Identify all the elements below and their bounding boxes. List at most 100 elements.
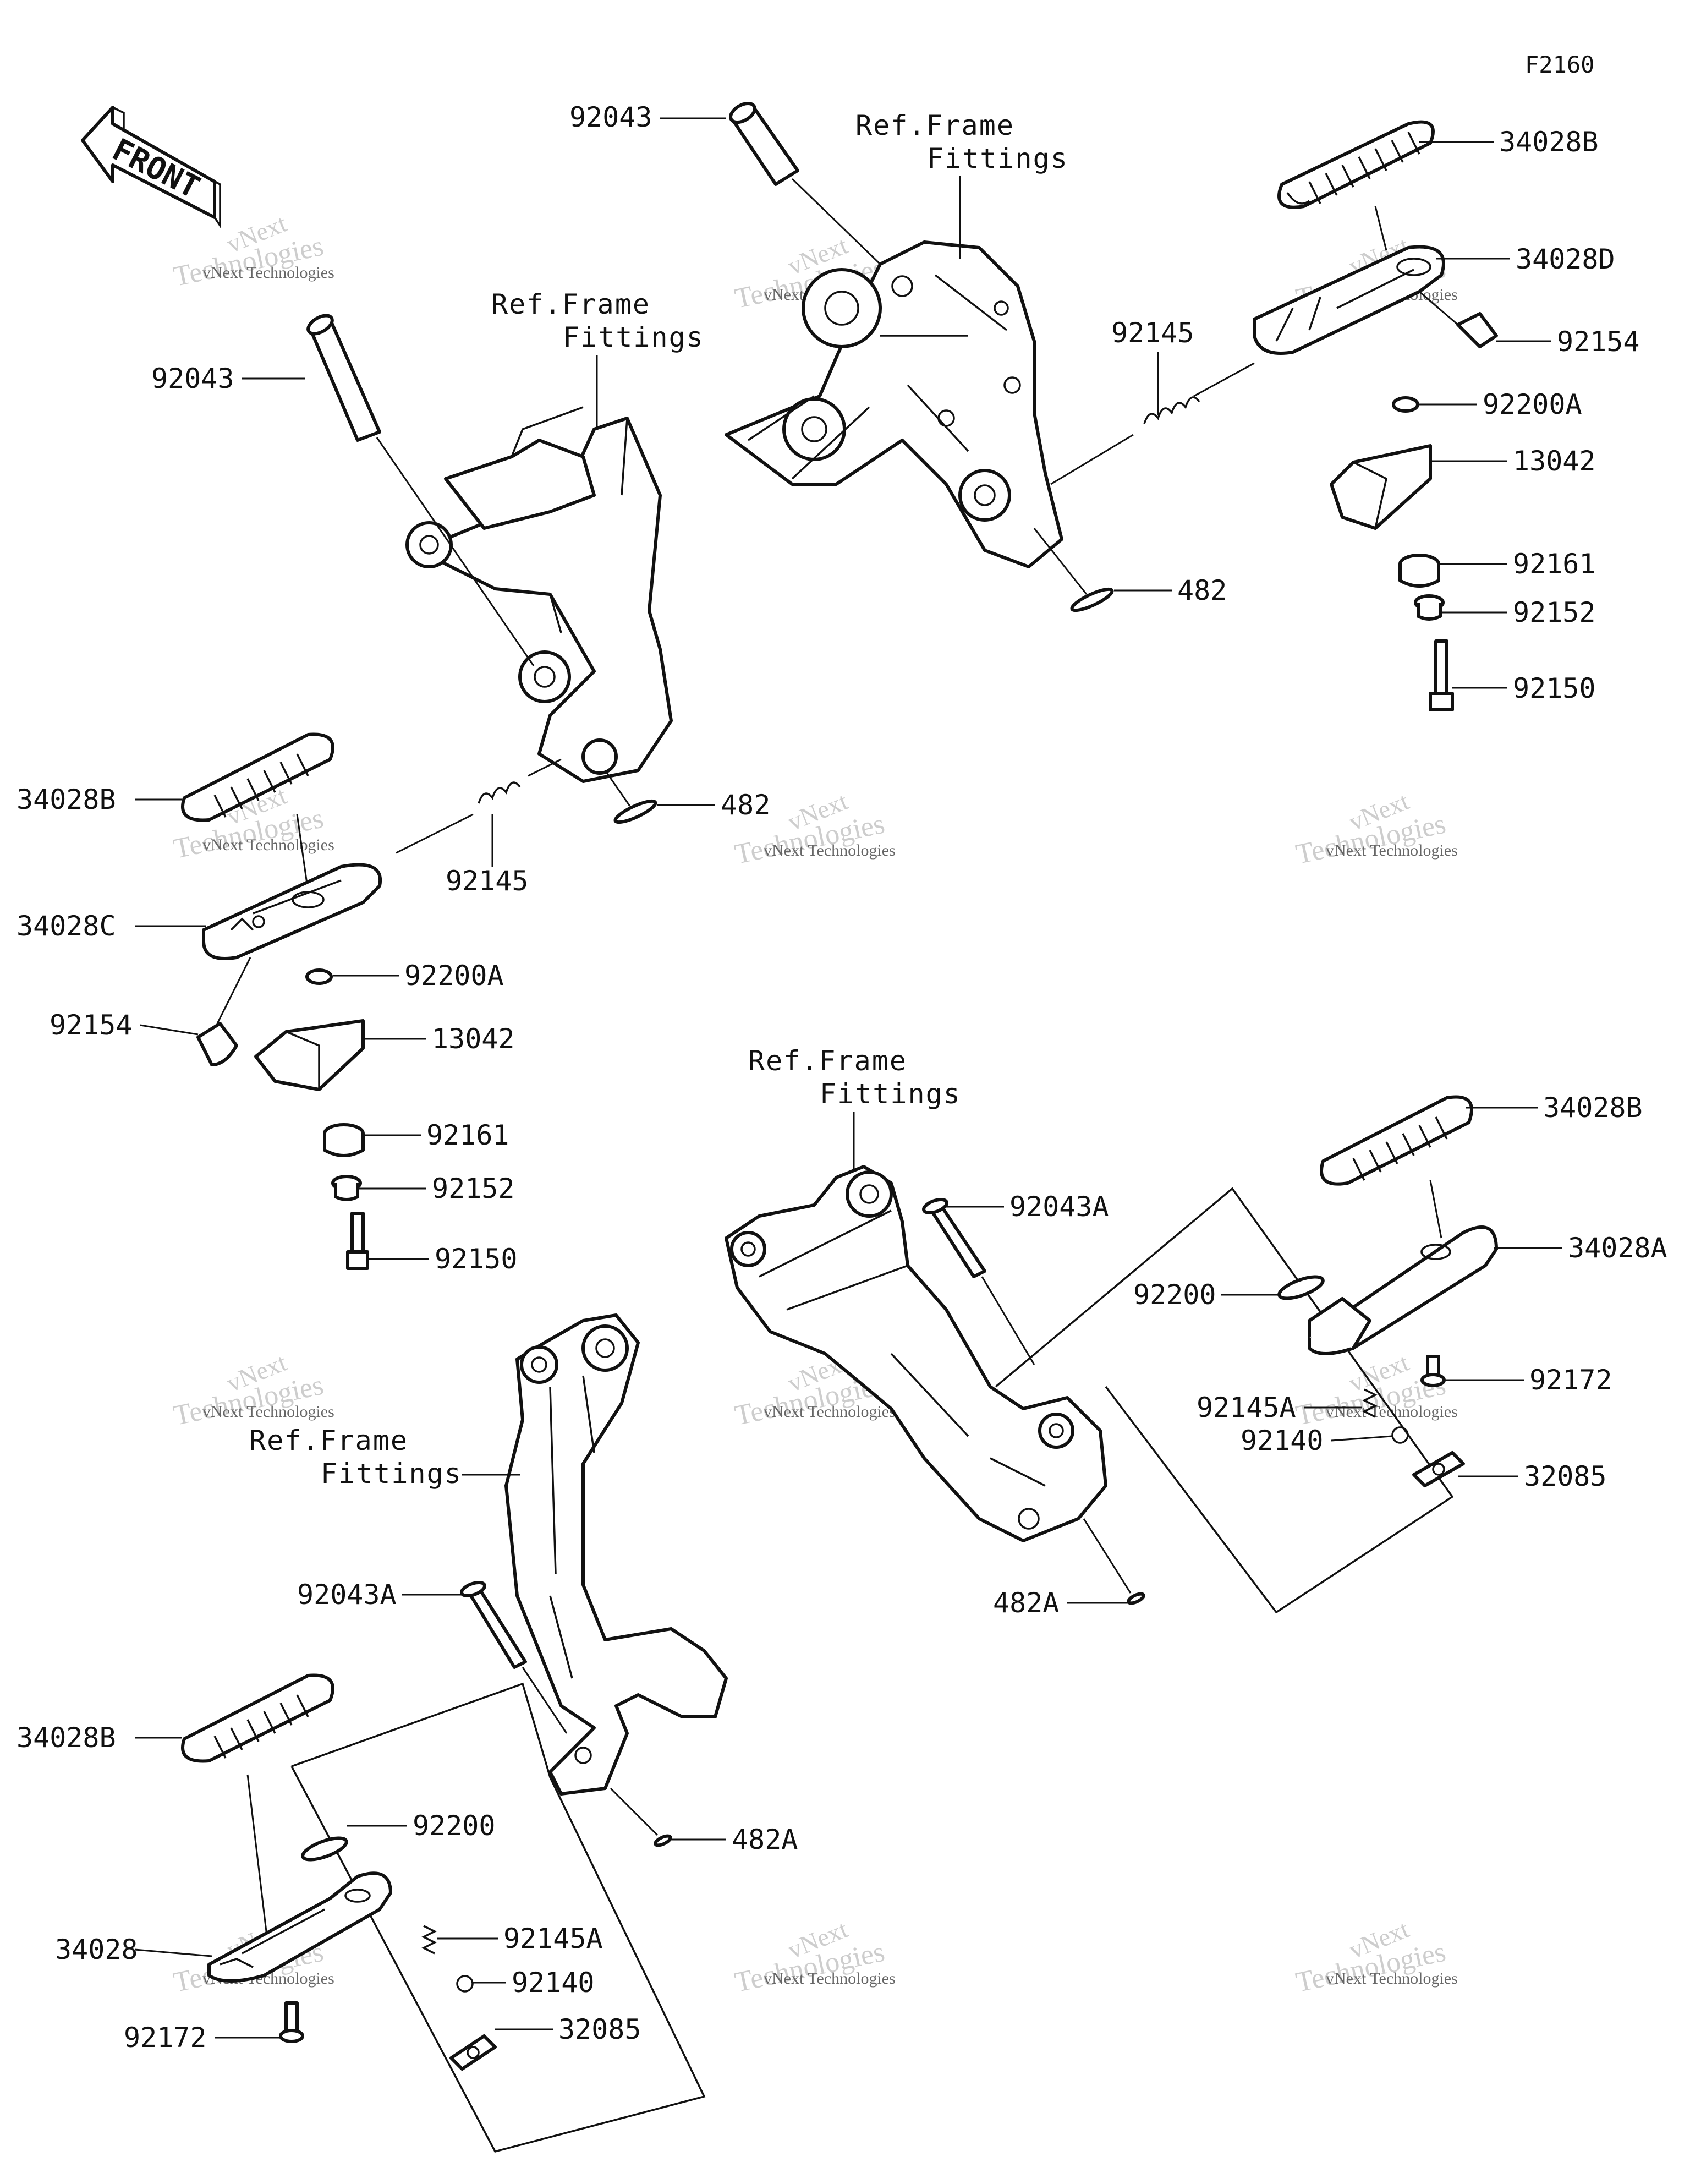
washer-92200-br xyxy=(1277,1275,1325,1300)
label-92150-ml: 92150 xyxy=(435,1243,518,1275)
label-92140-br: 92140 xyxy=(1241,1425,1324,1457)
footpeg-rubber-34028B-tr xyxy=(1277,120,1435,209)
washer-92200-bl xyxy=(301,1836,348,1862)
assembly-box-bl xyxy=(290,1682,706,2153)
watermark-small: vNext Technologies xyxy=(764,1403,896,1421)
label-34028B-ml: 34028B xyxy=(17,784,116,815)
bolt-92150-ml xyxy=(346,1212,369,1270)
damper-92161-tr xyxy=(1398,554,1440,588)
label-13042-tr: 13042 xyxy=(1513,445,1596,477)
footpeg-rubber-34028B-bl xyxy=(181,1673,334,1763)
pin-482-ml xyxy=(604,770,657,824)
label-34028D: 34028D xyxy=(1516,243,1615,275)
pin-482-tr xyxy=(1033,528,1114,612)
spring-92145A-br xyxy=(1362,1388,1378,1418)
label-92200A-ml: 92200A xyxy=(404,960,504,992)
label-32085-br: 32085 xyxy=(1524,1460,1607,1492)
bracket-13042-tr xyxy=(1330,444,1432,530)
bracket-13042-ml xyxy=(254,1019,365,1091)
pin-482A-bl xyxy=(610,1787,672,1847)
watermark-small: vNext Technologies xyxy=(202,264,334,282)
ref-center-lower-line1: Ref.Frame xyxy=(748,1045,907,1077)
label-92140-bl: 92140 xyxy=(512,1967,595,1999)
footpeg-34028C xyxy=(202,863,382,960)
label-34028B-br: 34028B xyxy=(1543,1092,1643,1124)
ref-left-upper-line1: Ref.Frame xyxy=(491,288,650,320)
front-arrow-icon: FRONT xyxy=(81,106,221,229)
label-92172-bl: 92172 xyxy=(124,2022,207,2054)
bolt-92172-bl xyxy=(279,2001,304,2043)
label-34028B-tr: 34028B xyxy=(1499,126,1599,158)
label-34028: 34028 xyxy=(55,1934,138,1966)
ball-92140-bl xyxy=(456,1975,474,1993)
ref-top-center-line2: Fittings xyxy=(927,143,1068,174)
label-34028B-bl: 34028B xyxy=(17,1722,116,1754)
ref-left-lower-line2: Fittings xyxy=(321,1458,462,1490)
label-92161-ml: 92161 xyxy=(426,1119,509,1151)
label-92145A-bl: 92145A xyxy=(503,1923,603,1955)
label-482-ml: 482 xyxy=(721,789,770,821)
label-92200-bl: 92200 xyxy=(413,1810,496,1842)
collar-92152-ml xyxy=(331,1175,362,1201)
label-92043A-bl: 92043A xyxy=(297,1579,397,1611)
pin-92043-left xyxy=(306,314,535,666)
watermark-small: vNext Technologies xyxy=(1326,1969,1458,1988)
label-482A-bl: 482A xyxy=(732,1824,798,1855)
watermark-small: vNext Technologies xyxy=(764,1969,896,1988)
bracket-top-center xyxy=(725,240,1063,568)
bolt-92154-tr xyxy=(1419,291,1498,348)
damper-92161-ml xyxy=(323,1123,365,1157)
footpeg-34028D xyxy=(1253,245,1445,355)
plate-32085-bl xyxy=(449,2034,497,2071)
label-92200-br: 92200 xyxy=(1133,1279,1216,1311)
label-92145-ml: 92145 xyxy=(446,865,529,897)
ref-center-lower-line2: Fittings xyxy=(820,1078,961,1110)
pin-92043A-br xyxy=(922,1197,1035,1365)
bracket-left-lower xyxy=(504,1313,728,1796)
watermark-small: vNext Technologies xyxy=(764,841,896,860)
spring-92145-ml xyxy=(396,758,562,854)
label-482A-br: 482A xyxy=(993,1587,1059,1619)
spring-92145A-bl xyxy=(421,1925,437,1955)
label-92150-tr: 92150 xyxy=(1513,672,1596,704)
label-92200A-tr: 92200A xyxy=(1483,388,1582,420)
watermark-small: vNext Technologies xyxy=(202,836,334,854)
label-92043A-br: 92043A xyxy=(1009,1191,1109,1223)
assembly-box-br xyxy=(995,1187,1454,1614)
label-92154-tr: 92154 xyxy=(1557,326,1640,358)
label-32085-bl: 32085 xyxy=(558,2013,641,2045)
label-92152-ml: 92152 xyxy=(432,1173,515,1205)
pin-92043-top xyxy=(729,101,881,265)
bolt-92154-ml xyxy=(196,957,251,1066)
figure-code: F2160 xyxy=(1525,51,1594,78)
label-92172-br: 92172 xyxy=(1529,1364,1612,1396)
washer-92200A-ml xyxy=(305,968,333,985)
ref-left-upper-line2: Fittings xyxy=(563,321,704,353)
footpeg-34028 xyxy=(207,1871,392,1983)
ball-92140-br xyxy=(1391,1426,1409,1444)
label-92043-top: 92043 xyxy=(569,101,652,133)
front-arrow-label: FRONT xyxy=(107,132,206,206)
label-482-tr: 482 xyxy=(1177,574,1227,606)
pin-482A-br xyxy=(1083,1518,1145,1605)
washer-92200A-tr xyxy=(1392,396,1419,413)
pin-92043A-bl xyxy=(460,1580,568,1734)
label-92043-left: 92043 xyxy=(151,363,234,395)
label-34028C: 34028C xyxy=(17,910,116,942)
watermark-small: vNext Technologies xyxy=(202,1403,334,1421)
label-92154-ml: 92154 xyxy=(50,1009,133,1041)
spring-92145-tr xyxy=(1050,362,1255,485)
label-92161-tr: 92161 xyxy=(1513,548,1596,580)
ref-left-lower-line1: Ref.Frame xyxy=(249,1425,408,1457)
label-92145-tr: 92145 xyxy=(1111,317,1194,349)
footpeg-rubber-34028B-br xyxy=(1320,1095,1473,1186)
label-92152-tr: 92152 xyxy=(1513,596,1596,628)
collar-92152-tr xyxy=(1414,594,1445,621)
ref-top-center-line1: Ref.Frame xyxy=(855,110,1014,141)
bracket-center-lower xyxy=(725,1165,1107,1542)
footpeg-34028A xyxy=(1308,1225,1498,1355)
label-34028A: 34028A xyxy=(1568,1232,1667,1264)
plate-32085-br xyxy=(1412,1451,1465,1487)
watermark-small: vNext Technologies xyxy=(1326,841,1458,860)
